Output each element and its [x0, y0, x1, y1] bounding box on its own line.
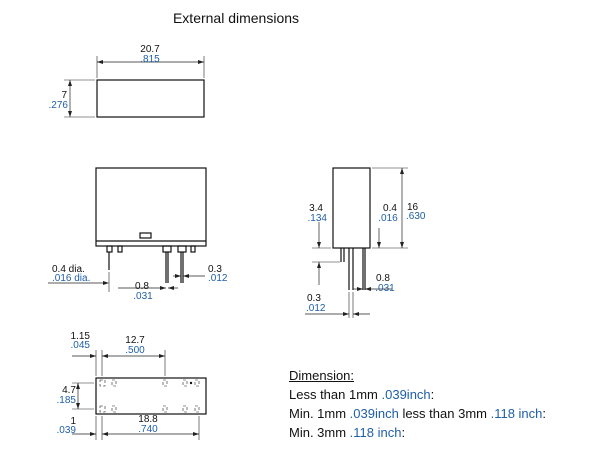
side-view-outline [332, 167, 371, 249]
dimension-legend: Dimension: Less than 1mm .039inch: Min. … [289, 366, 546, 442]
bottom-offset-mm: 1.15 [71, 331, 91, 342]
top-view-outline [96, 79, 205, 118]
legend-line-1-colon: : [430, 387, 435, 402]
legend-line-3-colon: : [401, 425, 406, 440]
bottom-view: 1.15 .045 12.7 .500 4.7 .185 1 .039 18.8… [57, 331, 207, 440]
front-pitch-in: .031 [133, 291, 153, 302]
bottom-row-in: .185 [57, 395, 77, 406]
side-pitch-mm: 0.8 [376, 273, 390, 284]
front-pin-dia-in: .016 dia. [52, 273, 90, 284]
bottom-row-mm: 4.7 [62, 385, 76, 396]
side-pin-width-mm: 0.3 [307, 293, 321, 304]
bottom-edge-in: .039 [57, 425, 77, 436]
legend-line-2-inch: .039inch [349, 406, 399, 421]
front-pin-3 [162, 245, 172, 253]
bottom-span-in: .500 [125, 345, 145, 356]
legend-line-2-inch-b: .118 inch [490, 406, 543, 421]
side-pin-thickness-mm: 0.4 [383, 203, 397, 214]
top-height-in: .276 [49, 100, 69, 111]
side-pin-thickness-in: .016 [378, 213, 398, 224]
bottom-pin-span-mm: 18.8 [138, 414, 158, 425]
legend-line-2-colon: : [542, 406, 547, 421]
side-pin-length-in: .134 [308, 213, 328, 224]
front-view-outline [95, 167, 207, 247]
legend-line-3-inch: .118 inch [349, 425, 402, 440]
bottom-pin-span-in: .740 [138, 424, 158, 435]
front-pin-width-mm: 0.3 [208, 264, 222, 275]
top-width-in: .815 [140, 54, 160, 65]
legend-line-3: Min. 3mm .118 inch: [289, 423, 546, 442]
top-view: 20.7 .815 7 .276 [49, 44, 205, 118]
bottom-span-mm: 12.7 [125, 335, 145, 346]
front-pin-1 [106, 245, 113, 253]
top-height-mm: 7 [61, 90, 67, 101]
page-title: External dimensions [173, 10, 299, 26]
legend-line-2-text: Min. 1mm [289, 406, 350, 421]
legend-line-2-text-b: less than 3mm [398, 406, 491, 421]
legend-line-1: Less than 1mm .039inch: [289, 385, 546, 404]
front-pin-4 [177, 245, 187, 253]
legend-line-1-text: Less than 1mm [289, 387, 382, 402]
front-pin-width-in: .012 [208, 273, 228, 284]
side-pin-width-in: .012 [306, 303, 326, 314]
legend-line-3-text: Min. 3mm [289, 425, 350, 440]
legend-line-2: Min. 1mm .039inch less than 3mm .118 inc… [289, 404, 546, 423]
side-pitch-in: .031 [375, 283, 395, 294]
side-height-in: .630 [406, 211, 426, 222]
top-width-mm: 20.7 [140, 44, 160, 55]
front-pin-5 [190, 245, 196, 253]
side-view: 3.4 .134 0.4 .016 16 .630 0.8 .031 0.3 .… [305, 167, 426, 318]
bottom-offset-in: .045 [71, 340, 91, 351]
bottom-view-outline [95, 377, 207, 415]
front-pin-dia-mm: 0.4 dia. [52, 264, 85, 275]
bottom-edge-mm: 1 [70, 416, 76, 427]
legend-line-1-inch: .039inch [381, 387, 431, 402]
side-pin-length-mm: 3.4 [309, 203, 323, 214]
front-view: 0.4 dia. .016 dia. 0.8 .031 0.3 .012 [48, 167, 228, 302]
front-view-tab [139, 232, 152, 239]
front-pitch-mm: 0.8 [135, 281, 149, 292]
legend-heading: Dimension: [289, 368, 355, 383]
side-height-mm: 16 [407, 202, 419, 213]
front-pin-2 [117, 245, 123, 253]
